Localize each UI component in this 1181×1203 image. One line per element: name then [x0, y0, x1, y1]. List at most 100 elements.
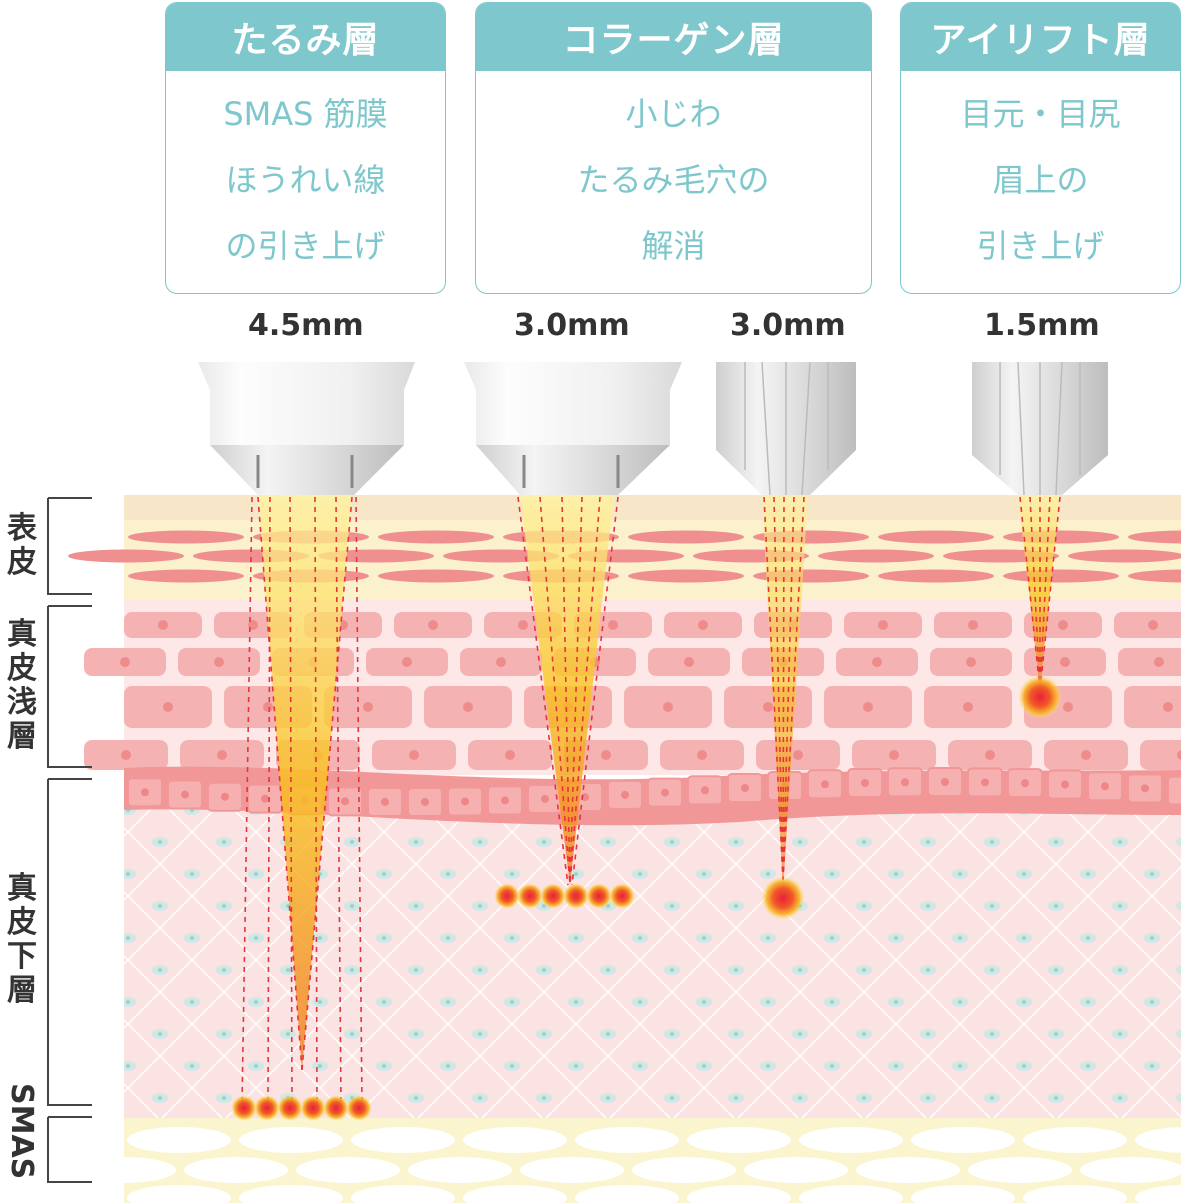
- cell-nucleus: [821, 780, 829, 789]
- dermis-cell: [1114, 612, 1181, 638]
- fat-cell: [127, 1127, 231, 1153]
- fat-cell: [351, 1185, 455, 1203]
- focal-point: [563, 883, 589, 909]
- fat-cell: [856, 1157, 960, 1183]
- cell-nucleus: [661, 788, 669, 797]
- card-line: 引き上げ: [976, 227, 1105, 265]
- cell-nucleus: [663, 702, 673, 712]
- epidermis-fiber: [818, 549, 934, 563]
- cell-nucleus: [981, 778, 989, 787]
- depth-label: 4.5mm: [248, 308, 364, 343]
- fat-cell: [72, 1157, 176, 1183]
- card-line: 眉上の: [992, 161, 1089, 199]
- cell-nucleus: [463, 702, 473, 712]
- cell-nucleus: [1154, 657, 1164, 667]
- card-title: コラーゲン層: [476, 3, 871, 71]
- epidermis-fiber: [128, 569, 244, 583]
- fat-cell: [408, 1157, 512, 1183]
- cell-nucleus: [701, 786, 709, 795]
- focal-point: [346, 1095, 372, 1121]
- fat-cell: [239, 1185, 343, 1203]
- cell-nucleus: [505, 750, 515, 760]
- card-eyelift-layer: アイリフト層 目元・目尻 眉上の 引き上げ: [900, 2, 1181, 294]
- cell-nucleus: [163, 702, 173, 712]
- dermis-lower-layer: [124, 790, 1181, 1118]
- label-smas: SMAS: [4, 1082, 39, 1180]
- basement-membrane: [124, 766, 1181, 826]
- cell-nucleus: [121, 750, 131, 760]
- card-line: ほうれい線: [225, 161, 386, 199]
- fat-cell: [575, 1127, 679, 1153]
- epidermis-fiber: [628, 530, 744, 544]
- cell-nucleus: [217, 750, 227, 760]
- focal-point: [300, 1095, 326, 1121]
- cell-nucleus: [181, 790, 189, 799]
- fat-cell: [1023, 1127, 1127, 1153]
- cell-nucleus: [214, 657, 224, 667]
- cell-nucleus: [861, 779, 869, 788]
- cell-nucleus: [968, 620, 978, 630]
- cell-nucleus: [261, 794, 269, 803]
- epidermis-fiber: [628, 569, 744, 583]
- card-line: 解消: [641, 227, 706, 265]
- fat-cell: [184, 1157, 288, 1183]
- fat-cell: [1135, 1185, 1181, 1203]
- epidermis-fiber: [378, 530, 494, 544]
- cell-nucleus: [402, 657, 412, 667]
- cell-nucleus: [889, 750, 899, 760]
- focal-point: [540, 883, 566, 909]
- focal-point: [254, 1095, 280, 1121]
- fat-cell: [687, 1127, 791, 1153]
- cell-nucleus: [741, 784, 749, 793]
- fat-cell: [127, 1185, 231, 1203]
- fat-cell: [463, 1185, 567, 1203]
- epidermis-layer: [68, 495, 1181, 600]
- card-line: たるみ毛穴の: [577, 161, 770, 199]
- cell-nucleus: [501, 796, 509, 805]
- cell-nucleus: [428, 620, 438, 630]
- cell-nucleus: [158, 620, 168, 630]
- card-line: 小じわ: [625, 95, 722, 133]
- card-line: SMAS 筋膜: [223, 95, 388, 133]
- fat-cell: [575, 1185, 679, 1203]
- cell-nucleus: [1163, 702, 1173, 712]
- epidermis-fiber: [128, 530, 244, 544]
- depth-label: 1.5mm: [984, 308, 1100, 343]
- epidermis-fiber: [1068, 549, 1181, 563]
- card-title: たるみ層: [166, 3, 445, 71]
- layer-brackets: [47, 497, 92, 1183]
- fat-cell: [1080, 1157, 1181, 1183]
- fat-cell: [911, 1185, 1015, 1203]
- epidermis-fiber: [1003, 569, 1119, 583]
- cell-nucleus: [341, 797, 349, 806]
- fat-cell: [799, 1127, 903, 1153]
- card-title: アイリフト層: [901, 3, 1180, 71]
- card-line: 目元・目尻: [960, 95, 1121, 133]
- cell-nucleus: [1177, 750, 1181, 760]
- cell-nucleus: [1021, 779, 1029, 788]
- cell-nucleus: [1060, 657, 1070, 667]
- fat-cell: [351, 1127, 455, 1153]
- focal-point: [231, 1095, 257, 1121]
- cell-nucleus: [863, 702, 873, 712]
- cell-nucleus: [409, 750, 419, 760]
- cell-nucleus: [697, 750, 707, 760]
- cell-nucleus: [221, 792, 229, 801]
- cell-nucleus: [1063, 702, 1073, 712]
- cell-nucleus: [141, 788, 149, 797]
- focal-point: [517, 883, 543, 909]
- cell-nucleus: [363, 702, 373, 712]
- cell-nucleus: [120, 657, 130, 667]
- cell-nucleus: [608, 620, 618, 630]
- cell-nucleus: [381, 797, 389, 806]
- focal-point: [323, 1095, 349, 1121]
- fat-cell: [799, 1185, 903, 1203]
- fat-cell: [463, 1127, 567, 1153]
- cell-nucleus: [1101, 782, 1109, 791]
- cell-nucleus: [1148, 620, 1158, 630]
- cell-nucleus: [461, 797, 469, 806]
- label-dermis-lower: 真皮下層: [7, 871, 37, 1008]
- cell-nucleus: [263, 702, 273, 712]
- card-line: の引き上げ: [225, 227, 386, 265]
